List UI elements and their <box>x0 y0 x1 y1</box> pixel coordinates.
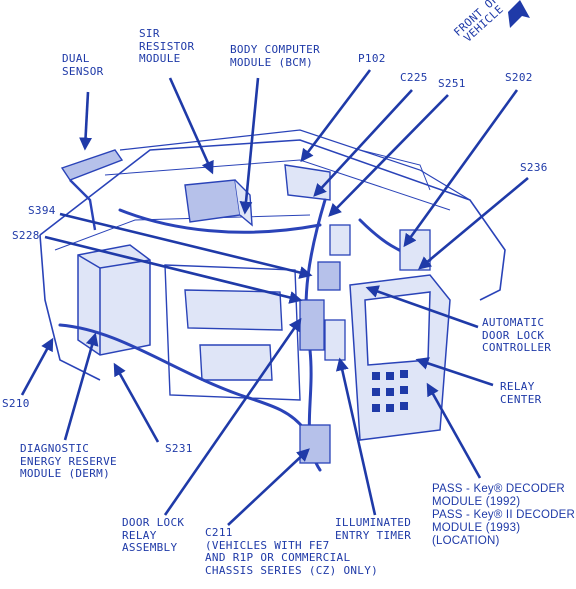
derm-module-shape <box>77 244 151 356</box>
label-s231: S231 <box>165 442 193 455</box>
label-relay-center: RELAY CENTER <box>500 380 542 406</box>
label-s228: S228 <box>12 229 40 242</box>
center-panel-shape <box>164 264 301 401</box>
label-s251: S251 <box>438 77 466 90</box>
front-of-vehicle-arrow <box>508 0 530 28</box>
label-body-computer-module: BODY COMPUTER MODULE (BCM) <box>230 43 320 69</box>
label-illuminated-entry-timer: ILLUMINATED ENTRY TIMER <box>335 516 412 542</box>
label-automatic-door-lock-controller: AUTOMATIC DOOR LOCK CONTROLLER <box>482 316 552 354</box>
label-door-lock-relay-assembly: DOOR LOCK RELAY ASSEMBLY <box>122 516 185 554</box>
label-s236: S236 <box>520 161 548 174</box>
dual-sensor-shape <box>60 149 124 231</box>
label-s394: S394 <box>28 204 56 217</box>
label-c225: C225 <box>400 71 428 84</box>
bcm-shape <box>284 164 331 201</box>
label-p102: P102 <box>358 52 386 65</box>
dashboard-structure <box>39 129 506 381</box>
label-sir-resistor-module: SIR RESISTOR MODULE <box>139 27 195 65</box>
label-pass-key-decoder: PASS - Key® DECODER MODULE (1992) PASS -… <box>432 483 576 547</box>
label-dual-sensor: DUAL SENSOR <box>62 52 104 78</box>
callout-arrows <box>20 69 529 526</box>
label-s202: S202 <box>505 71 533 84</box>
label-c211: C211 (VEHICLES WITH FE7 AND R1P OR COMME… <box>205 526 379 577</box>
label-derm: DIAGNOSTIC ENERGY RESERVE MODULE (DERM) <box>20 442 117 480</box>
relay-center-shape <box>349 274 451 441</box>
label-s210: S210 <box>2 397 30 410</box>
sir-module-shape <box>184 179 253 227</box>
